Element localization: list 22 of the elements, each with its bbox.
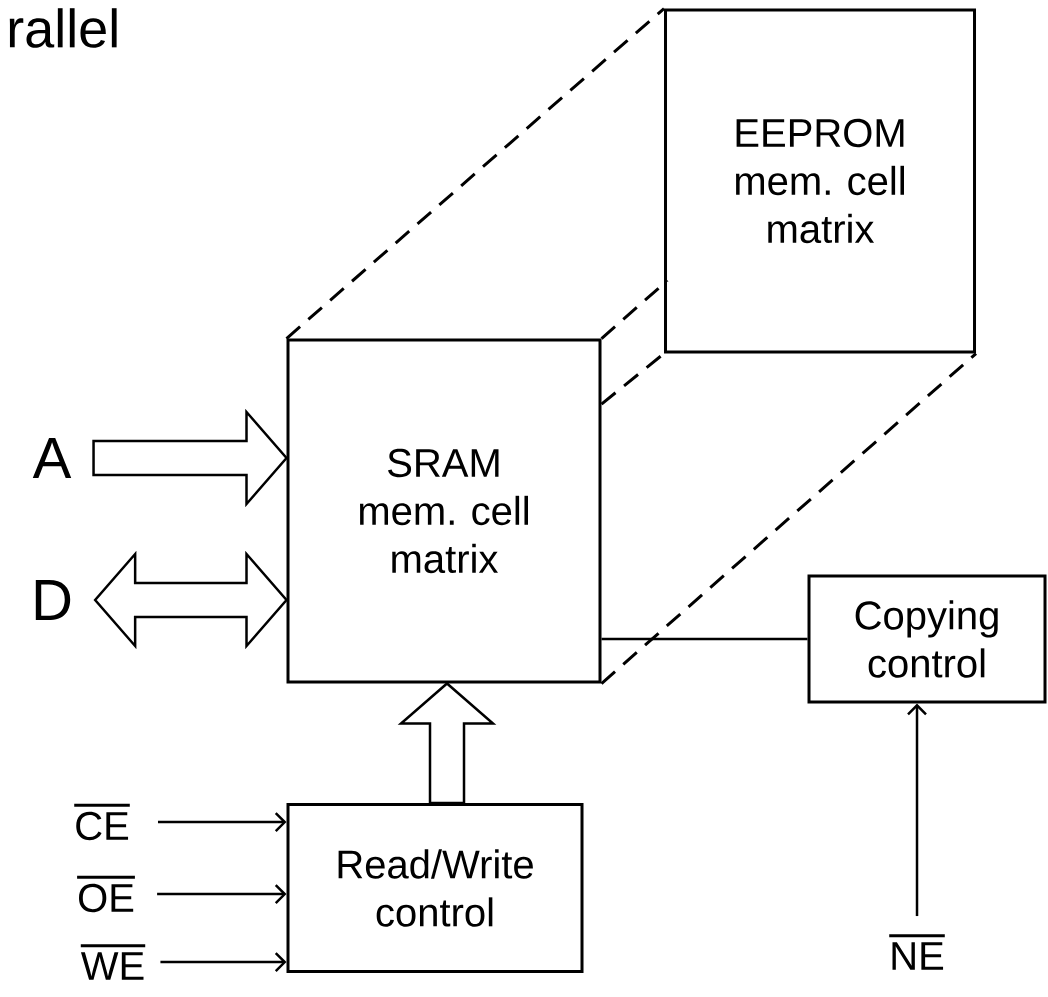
block-arrow bbox=[93, 550, 289, 650]
arrow bbox=[158, 812, 287, 832]
signal-label: CE bbox=[74, 803, 130, 841]
arrow bbox=[907, 703, 927, 917]
projection-line bbox=[600, 279, 669, 340]
connector-line bbox=[601, 637, 808, 641]
signal-label: NE bbox=[889, 934, 945, 970]
projection-line bbox=[600, 352, 977, 685]
heading: rallel bbox=[9, 8, 117, 48]
signal-label: D bbox=[35, 580, 71, 620]
signal-label: OE bbox=[77, 875, 135, 913]
signal-label: WE bbox=[80, 944, 146, 980]
projection-line bbox=[285, 7, 665, 340]
block-box: SRAM mem. cell matrix bbox=[286, 338, 602, 684]
block-arrow bbox=[397, 681, 497, 805]
block-box: EEPROM mem. cell matrix bbox=[664, 8, 976, 354]
block-box: Copying control bbox=[807, 574, 1047, 704]
block-arrow bbox=[92, 408, 289, 508]
arrow bbox=[160, 952, 287, 972]
block-box: Read/Write control bbox=[286, 803, 584, 973]
signal-label: A bbox=[32, 438, 72, 478]
arrow bbox=[157, 884, 287, 904]
